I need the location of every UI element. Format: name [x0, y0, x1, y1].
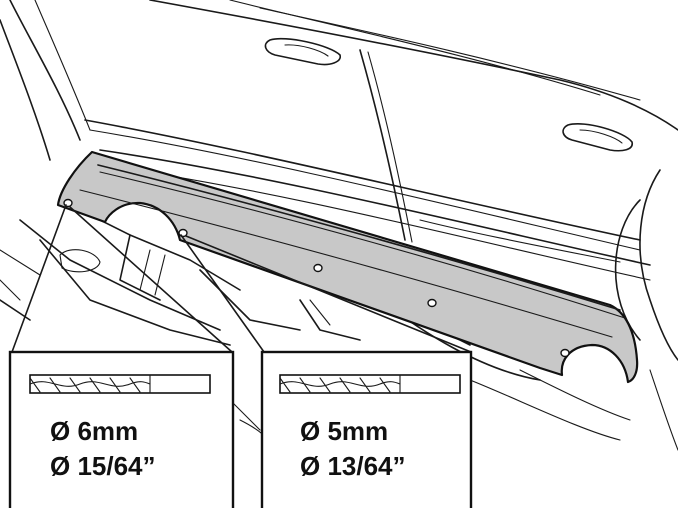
leader-line	[69, 206, 233, 353]
drill-bit-icon	[29, 374, 211, 394]
callout-imperial: Ø 13/64”	[300, 451, 406, 481]
sill-cover-panel	[56, 150, 639, 384]
leader-line	[11, 204, 67, 353]
door-handle-rear	[562, 123, 633, 152]
callout-metric: Ø 6mm	[50, 416, 138, 446]
door-handle-front	[264, 37, 341, 66]
mounting-hole	[427, 298, 437, 308]
callout-imperial: Ø 15/64”	[50, 451, 156, 481]
leader-line	[185, 235, 472, 353]
leader-lines	[11, 204, 472, 353]
mounting-hole	[313, 263, 323, 273]
callout-metric: Ø 5mm	[300, 416, 388, 446]
callout-box-6mm: Ø 6mm Ø 15/64”	[8, 350, 235, 508]
callout-box-5mm: Ø 5mm Ø 13/64”	[260, 350, 473, 508]
drill-bit-icon	[279, 374, 461, 394]
panel-shape	[56, 150, 639, 384]
mounting-hole	[560, 348, 570, 358]
leader-line	[180, 234, 265, 353]
